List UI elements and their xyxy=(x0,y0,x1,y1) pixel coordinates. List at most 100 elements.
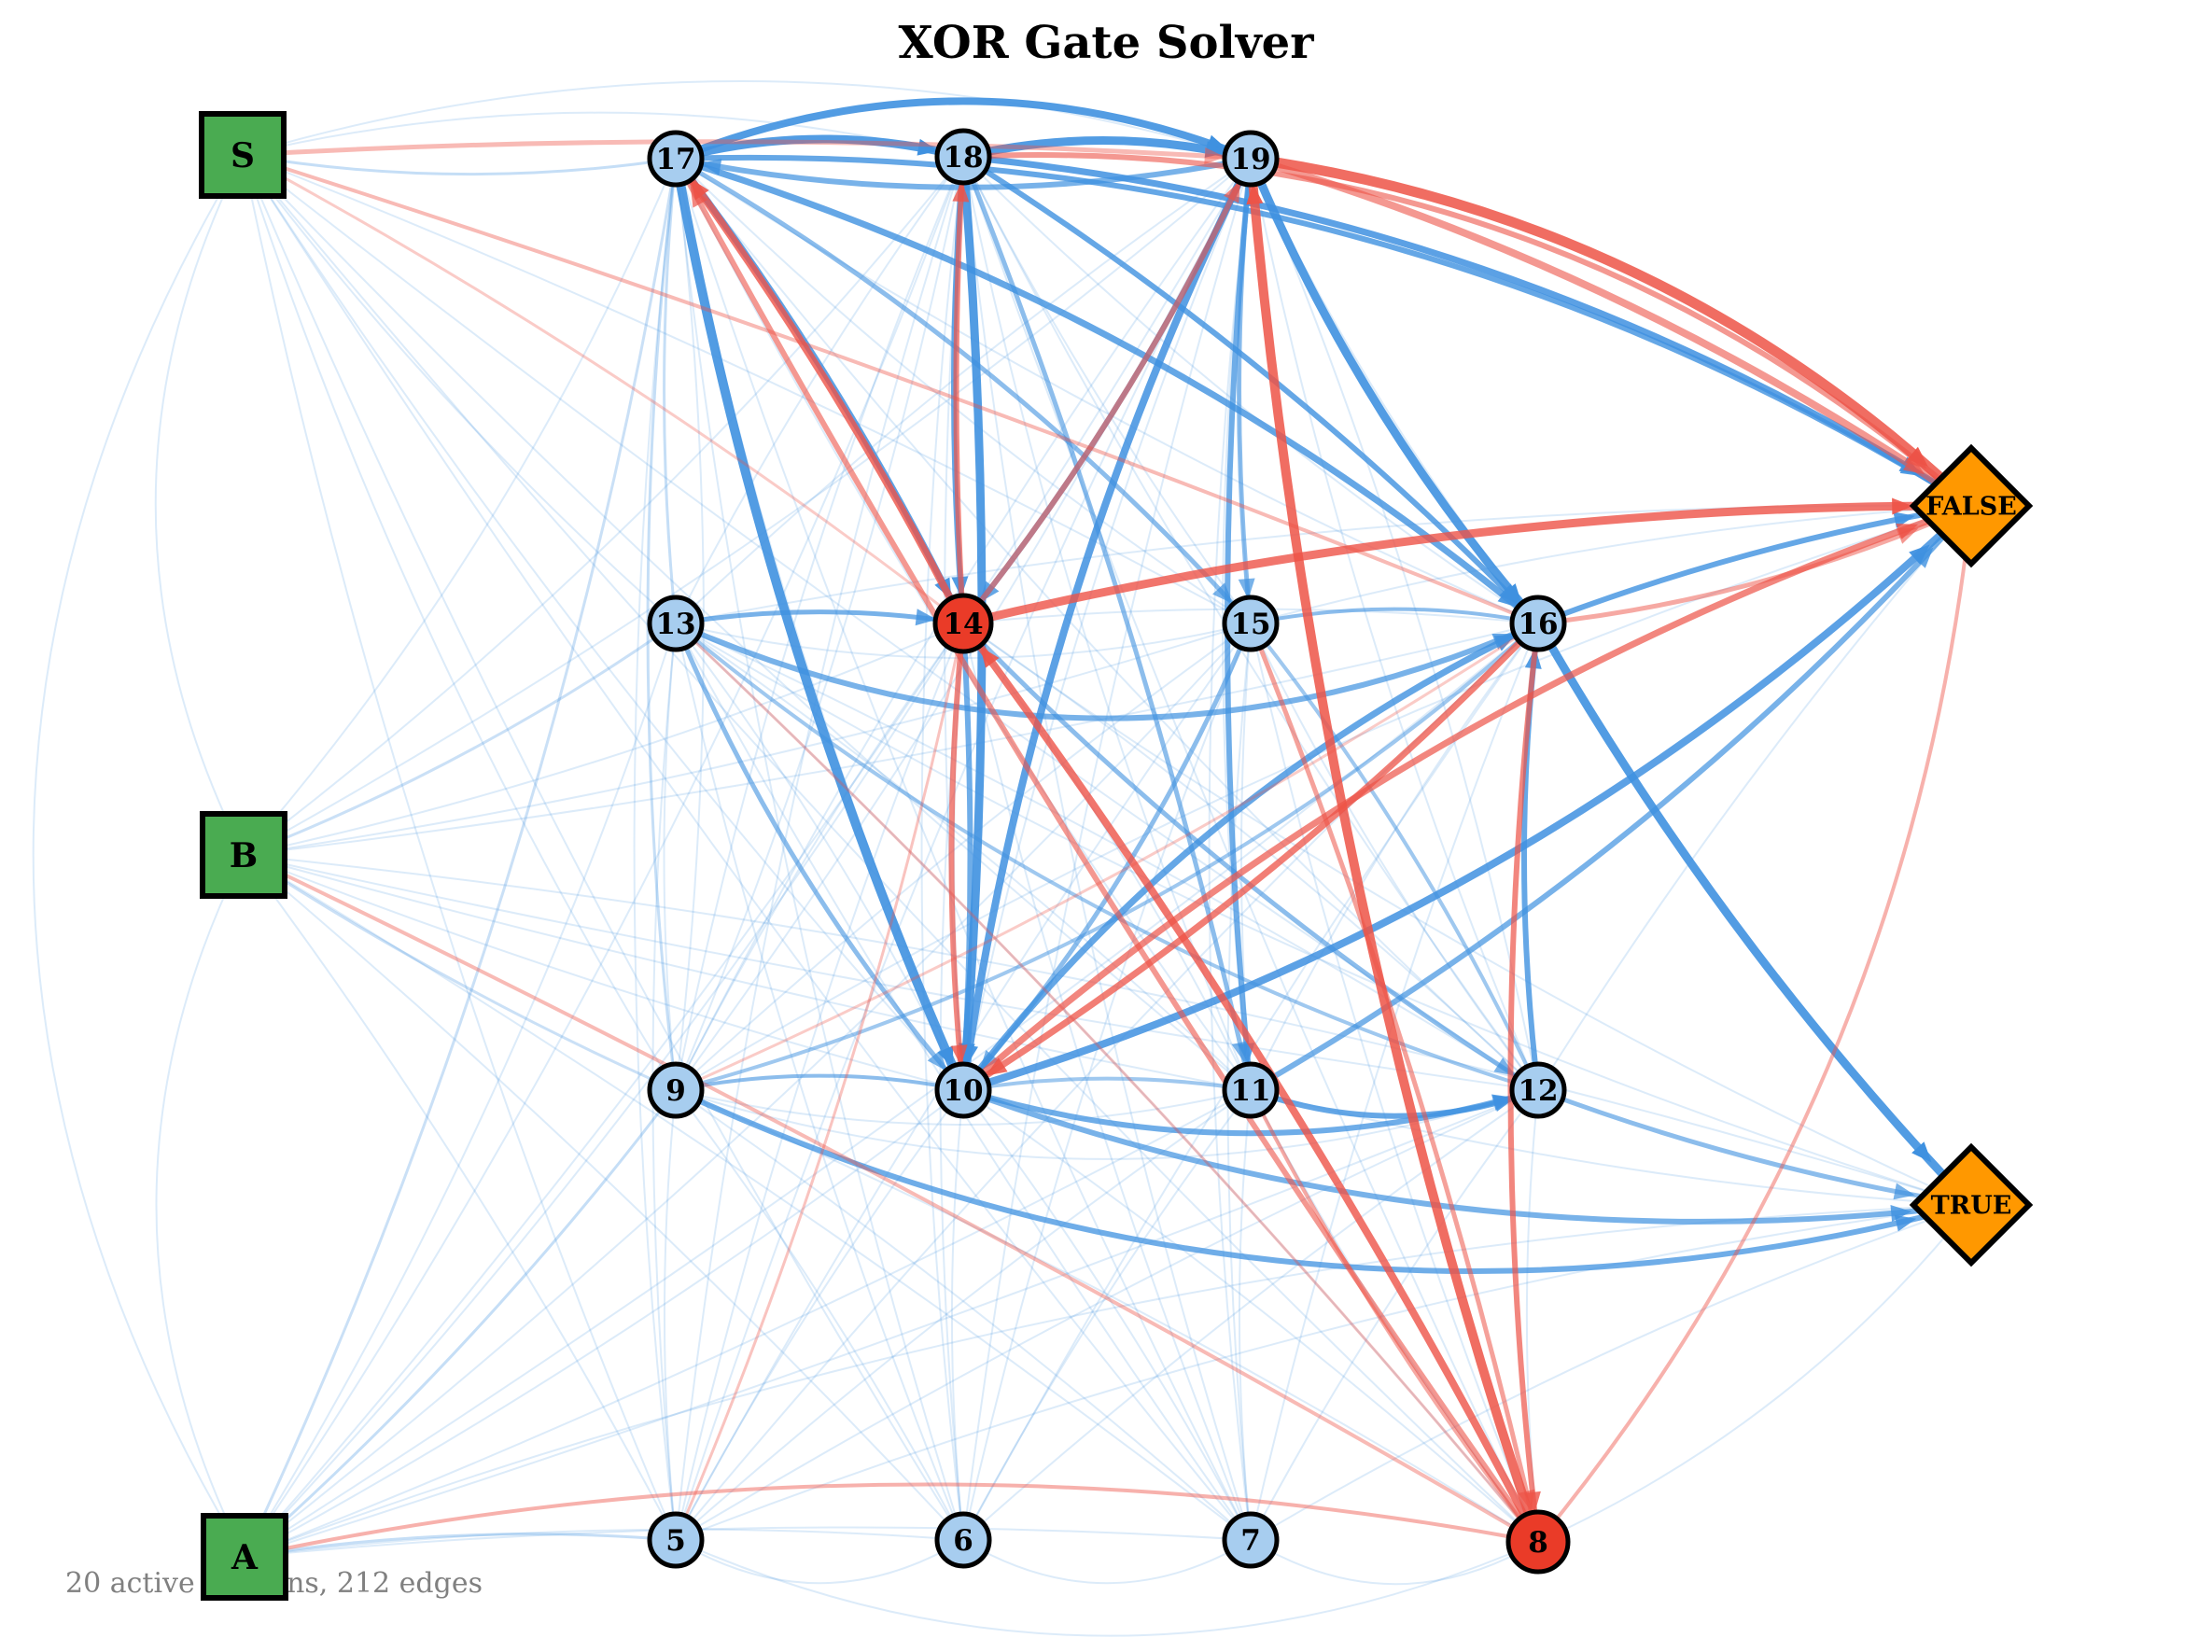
node-9: 9 xyxy=(647,1061,705,1119)
arrowhead-13-10 xyxy=(927,1049,947,1071)
edge-5-8 xyxy=(675,1539,1539,1637)
edge-9-16 xyxy=(674,622,1540,1092)
edge-13-10 xyxy=(673,621,966,1093)
edge-8-9 xyxy=(675,1089,1539,1543)
edge-S-10 xyxy=(242,154,964,1091)
node-16: 16 xyxy=(1509,595,1567,652)
node-label: 8 xyxy=(1528,1526,1548,1560)
output-diamond-shape xyxy=(1909,1142,2034,1267)
arrowhead-15-10 xyxy=(979,1049,1000,1071)
edge-16-8 xyxy=(1507,621,1541,1545)
edge-B-TRUE xyxy=(243,854,1972,1206)
edge-A-17 xyxy=(243,157,678,1559)
node-label: S xyxy=(231,136,255,175)
edge-6-11 xyxy=(962,1089,1252,1541)
edge-13-18 xyxy=(675,156,964,624)
edge-8-17 xyxy=(673,156,1541,1545)
arrowhead-16-10 xyxy=(986,1057,1008,1076)
edge-12-FALSE xyxy=(1537,505,1972,1091)
edge-11-FALSE xyxy=(1248,503,1974,1093)
arrowhead-19-15 xyxy=(1238,578,1255,600)
edge-14-TRUE xyxy=(962,623,1972,1206)
node-18: 18 xyxy=(934,128,992,186)
node-label: 11 xyxy=(1230,1074,1270,1108)
node-label: 13 xyxy=(655,608,695,641)
edge-A-16 xyxy=(244,623,1539,1558)
edge-6-19 xyxy=(962,158,1252,1541)
node-12: 12 xyxy=(1509,1061,1567,1119)
node-label: 19 xyxy=(1230,143,1270,176)
arrowhead-15-8 xyxy=(1518,1489,1535,1512)
edge-8-10 xyxy=(962,1089,1539,1543)
edge-B-17 xyxy=(243,158,677,856)
node-10: 10 xyxy=(934,1061,992,1119)
edge-B-15 xyxy=(243,623,1252,856)
neuron-circle-shape xyxy=(934,1511,992,1569)
edge-S-7 xyxy=(242,154,1252,1541)
edge-S-19 xyxy=(242,80,1252,160)
edge-13-8 xyxy=(674,622,1540,1544)
arrowhead-18-FALSE xyxy=(1905,449,1927,469)
node-7: 7 xyxy=(1222,1511,1280,1569)
edge-14-5 xyxy=(674,622,965,1542)
edge-18-9 xyxy=(675,156,964,1091)
edge-16-10 xyxy=(959,620,1542,1094)
edge-B-5 xyxy=(243,854,677,1541)
edge-14-10 xyxy=(960,621,973,1093)
edge-18-11 xyxy=(960,154,1253,1093)
arrowhead-16-FALSE xyxy=(1896,527,1919,544)
edge-6-7 xyxy=(962,1539,1252,1585)
neuron-circle-shape xyxy=(934,128,992,186)
edge-10-FALSE xyxy=(959,502,1975,1094)
node-8: 8 xyxy=(1505,1509,1571,1575)
edge-S-13 xyxy=(242,154,677,624)
edge-S-18 xyxy=(242,111,964,158)
edge-10-11 xyxy=(961,1076,1253,1092)
edge-11-8 xyxy=(1249,1088,1540,1544)
edge-8-18 xyxy=(962,156,1539,1543)
edge-A-13 xyxy=(244,623,677,1558)
node-11: 11 xyxy=(1222,1061,1280,1119)
arrowhead-8-14 xyxy=(980,646,1000,668)
edge-17-10 xyxy=(671,154,968,1095)
edge-19-FALSE xyxy=(1245,153,1977,511)
edge-S-6 xyxy=(242,154,964,1541)
edge-6-15 xyxy=(962,623,1252,1541)
edge-S-A xyxy=(32,154,245,1558)
edge-13-17 xyxy=(663,157,678,625)
edge-A-18 xyxy=(244,156,964,1558)
arrowhead-13-14 xyxy=(915,609,937,626)
edge-15-16 xyxy=(1249,607,1540,625)
arrowhead-19-FALSE xyxy=(1902,455,1925,475)
edge-9-10 xyxy=(674,1073,965,1092)
edge-6-18 xyxy=(920,156,964,1541)
edge-7-14 xyxy=(962,623,1252,1541)
edge-A-15 xyxy=(244,623,1252,1558)
edge-13-16 xyxy=(673,621,1541,721)
node-14: 14 xyxy=(932,593,994,654)
edge-15-18 xyxy=(962,156,1252,624)
edge-9-13 xyxy=(663,623,677,1091)
edge-8-13 xyxy=(675,623,1539,1543)
edge-A-6 xyxy=(244,1528,964,1558)
arrowhead-12-TRUE xyxy=(1893,1183,1915,1200)
edge-7-9 xyxy=(675,1089,1252,1541)
arrowhead-10-16 xyxy=(1493,634,1517,651)
edge-7-8 xyxy=(1250,1539,1539,1586)
edge-16-TRUE xyxy=(1533,619,1976,1210)
edge-B-9 xyxy=(242,853,678,1092)
neuron-circle-shape xyxy=(1222,595,1280,652)
edge-18-16 xyxy=(960,154,1541,626)
edge-15-8 xyxy=(1248,621,1541,1545)
edge-S-11 xyxy=(242,154,1252,1091)
edge-S-B xyxy=(154,154,245,856)
edge-8-11 xyxy=(1250,1089,1539,1543)
edge-S-5 xyxy=(242,154,677,1541)
neuron-circle-shape xyxy=(647,595,705,652)
edge-B-16 xyxy=(243,623,1539,856)
edge-15-FALSE xyxy=(1250,505,1972,624)
node-label: A xyxy=(231,1538,259,1577)
